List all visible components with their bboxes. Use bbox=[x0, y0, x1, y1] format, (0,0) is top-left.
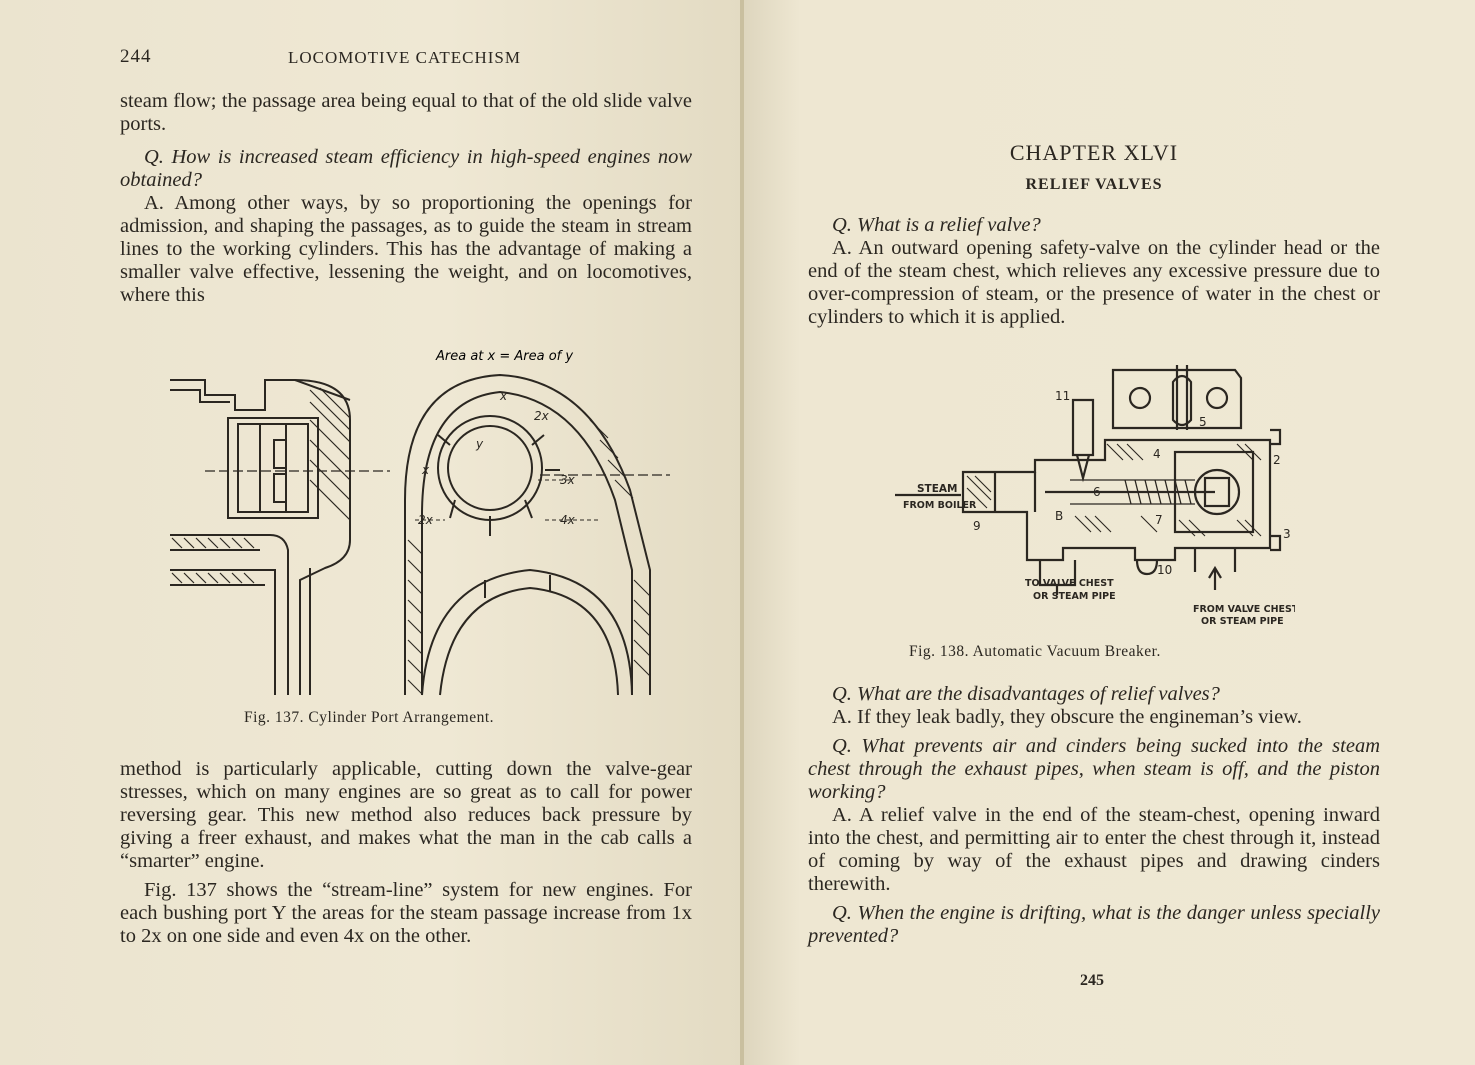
answer: A. If they leak badly, they obscure the … bbox=[832, 706, 1302, 728]
paragraph: method is particularly applicable, cutti… bbox=[120, 758, 692, 872]
figure-138-caption: Fig. 138. Automatic Vacuum Breaker. bbox=[909, 643, 1161, 660]
label-y: y bbox=[475, 437, 484, 451]
running-head: LOCOMOTIVE CATECHISM bbox=[288, 48, 521, 67]
part-10: 10 bbox=[1157, 563, 1172, 577]
question: Q. What are the disadvantages of relief … bbox=[832, 683, 1220, 705]
label-x: x bbox=[499, 389, 508, 403]
answer: A. A relief valve in the end of the stea… bbox=[808, 804, 1380, 895]
right-text-top: Q. What is a relief valve? A. An outward… bbox=[808, 214, 1380, 329]
cylinder-port-figure: Area at x = Area of y bbox=[170, 349, 670, 696]
right-page-number: 245 bbox=[1080, 972, 1104, 989]
steam-label: STEAM bbox=[917, 483, 957, 495]
label-4x: 4x bbox=[560, 513, 576, 527]
part-9: 9 bbox=[973, 519, 981, 533]
paragraph: Fig. 137 shows the “stream-line” system … bbox=[120, 879, 692, 947]
part-3: 3 bbox=[1283, 527, 1291, 541]
part-11: 11 bbox=[1055, 389, 1070, 403]
to-valve-chest-label: TO VALVE CHEST bbox=[1025, 578, 1114, 589]
left-page bbox=[0, 0, 742, 1065]
part-b: B bbox=[1055, 509, 1063, 523]
answer: A. Among other ways, by so proportioning… bbox=[120, 192, 692, 306]
label-3x: 3x bbox=[560, 473, 576, 487]
from-boiler-label: FROM BOILER bbox=[903, 500, 977, 511]
part-4: 4 bbox=[1153, 447, 1161, 461]
question: Q. What prevents air and cinders being s… bbox=[808, 735, 1380, 803]
part-6: 6 bbox=[1093, 485, 1101, 499]
part-2: 2 bbox=[1273, 453, 1281, 467]
book-gutter bbox=[740, 0, 744, 1065]
question: Q. What is a relief valve? bbox=[832, 214, 1041, 236]
vacuum-breaker-figure: STEAM FROM BOILER TO VALVE CHEST OR STEA… bbox=[895, 365, 1295, 627]
from-valve-chest-label: FROM VALVE CHEST bbox=[1193, 604, 1295, 615]
label-2x-top: 2x bbox=[534, 409, 550, 423]
chapter-title: CHAPTER XLVI bbox=[1009, 140, 1179, 165]
figure-137-caption: Fig. 137. Cylinder Port Arrangement. bbox=[244, 709, 495, 726]
right-page bbox=[742, 0, 1475, 1065]
label-x-side: x bbox=[421, 463, 430, 477]
to-steam-pipe-label: OR STEAM PIPE bbox=[1033, 591, 1116, 602]
chapter-subtitle: RELIEF VALVES bbox=[1025, 176, 1163, 193]
right-text-bottom: Q. What are the disadvantages of relief … bbox=[808, 683, 1380, 948]
left-page-number: 244 bbox=[120, 46, 152, 67]
question: Q. When the engine is drifting, what is … bbox=[808, 902, 1380, 947]
from-steam-pipe-label: OR STEAM PIPE bbox=[1201, 616, 1284, 627]
paragraph: steam flow; the passage area being equal… bbox=[120, 90, 692, 135]
question: Q. How is increased steam efficiency in … bbox=[120, 146, 692, 191]
label-2x: 2x bbox=[418, 513, 434, 527]
part-5: 5 bbox=[1199, 415, 1207, 429]
left-text-top: steam flow; the passage area being equal… bbox=[120, 90, 692, 307]
part-7: 7 bbox=[1155, 513, 1163, 527]
left-text-bottom: method is particularly applicable, cutti… bbox=[120, 758, 692, 948]
answer: A. An outward opening safety-valve on th… bbox=[808, 237, 1380, 328]
figure-annotation: Area at x = Area of y bbox=[435, 349, 573, 364]
